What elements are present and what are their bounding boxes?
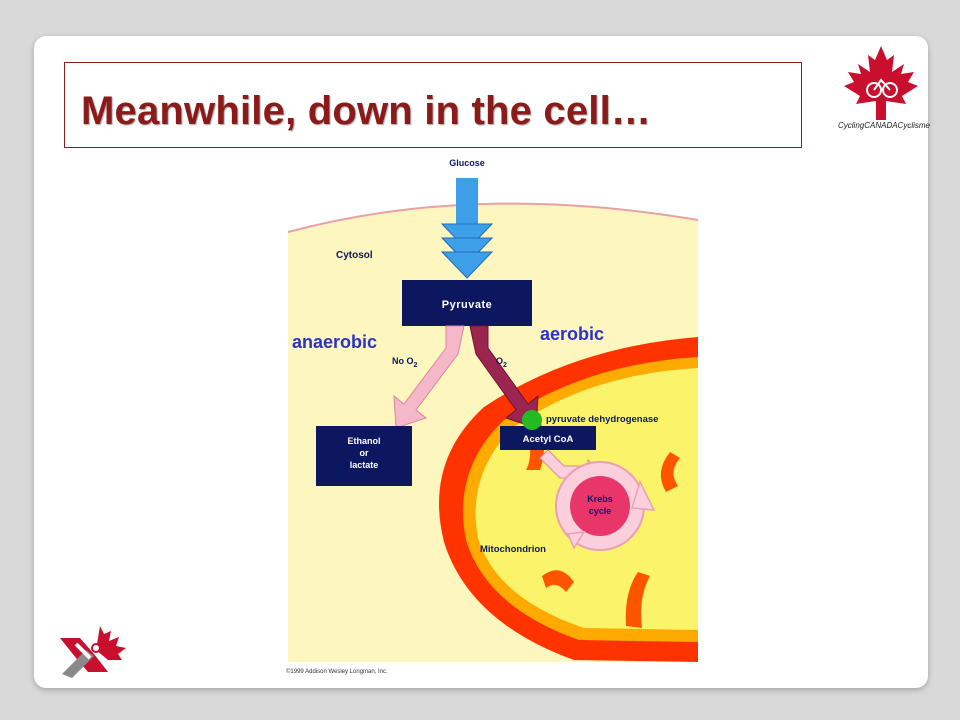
pyruvate-label: Pyruvate	[442, 299, 492, 311]
cell-membrane	[287, 202, 699, 233]
krebs-label: Krebs	[587, 494, 613, 504]
oxygen-label: O2	[496, 356, 507, 369]
pyruvate-dehydrogenase-label: pyruvate dehydrogenase	[546, 414, 658, 425]
lactate-label: lactate	[350, 460, 379, 470]
anaerobic-label: anaerobic	[292, 332, 377, 352]
acetyl-coa-box	[500, 426, 596, 450]
pyruvate-box	[402, 280, 532, 326]
acetyl-coa-label: Acetyl CoA	[523, 434, 574, 445]
cytosol-label: Cytosol	[336, 250, 373, 261]
maple-leaf-logo-icon	[844, 46, 918, 120]
ethanol-label: Ethanol	[348, 436, 381, 446]
logo-wordmark: CyclingCANADACyclisme	[837, 121, 930, 130]
dehydrogenase-dot	[522, 410, 542, 430]
copyright-label: ©1999 Addison Wesley Longman, Inc.	[286, 668, 388, 675]
corner-logo-icon	[60, 626, 126, 678]
title-box: Meanwhile, down in the cell…	[64, 62, 802, 148]
anaerobic-arrow	[393, 325, 465, 429]
glucose-arrow	[440, 178, 494, 279]
ethanol-lactate-box	[316, 426, 412, 486]
krebs-cycle	[555, 461, 656, 551]
cell-respiration-diagram: Glucose Cytosol Pyruvate anaerobic aerob…	[274, 152, 712, 686]
aerobic-label: aerobic	[540, 324, 604, 344]
cycle-label: cycle	[589, 506, 612, 516]
mitochondrion-label: Mitochondrion	[480, 544, 546, 555]
slide-title: Meanwhile, down in the cell…	[81, 89, 652, 133]
glucose-label: Glucose	[449, 158, 485, 168]
or-label: or	[360, 448, 369, 458]
no-oxygen-label: No O2	[392, 356, 418, 369]
